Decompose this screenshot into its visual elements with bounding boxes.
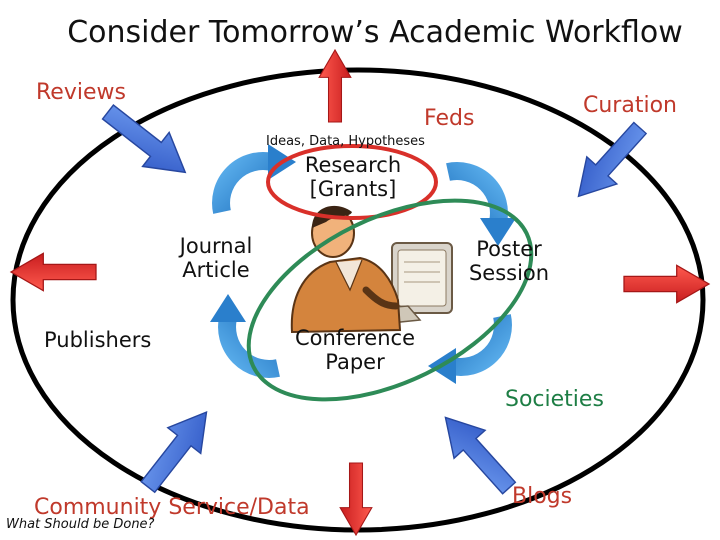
feds-up-arrow-icon: [318, 49, 352, 123]
poster-line-2: Session: [468, 261, 550, 286]
conference-paper-label: Conference Paper: [295, 326, 415, 374]
community-service-label: Community Service/Data: [34, 495, 310, 520]
community-down-arrow-icon: [339, 462, 373, 536]
ideas-data-label: Ideas, Data, Hypotheses: [266, 134, 425, 149]
poster-session-label: Poster Session: [469, 237, 549, 285]
cycle-arrow-bottom-left-icon: [210, 294, 278, 369]
slide-title: Consider Tomorrow’s Academic Workflow: [67, 15, 683, 50]
curation-arrow-icon: [562, 113, 656, 211]
journal-line-2: Article: [182, 258, 250, 283]
community-arrow-icon: [130, 398, 224, 501]
feds-label: Feds: [424, 106, 475, 131]
research-label: Research [Grants]: [305, 153, 401, 201]
conference-line-1: Conference: [294, 326, 416, 350]
journal-line-1: Journal: [179, 234, 253, 258]
cycle-arrow-top-right-icon: [448, 171, 516, 246]
societies-right-arrow-icon: [623, 264, 710, 304]
societies-label: Societies: [505, 387, 604, 412]
publishers-left-arrow-icon: [10, 252, 97, 292]
research-line-2: [Grants]: [309, 177, 397, 202]
blogs-arrow-icon: [429, 402, 526, 503]
conference-line-2: Paper: [325, 350, 385, 375]
conference-highlight-ellipse: [246, 198, 534, 402]
research-line-1: Research: [304, 153, 402, 177]
poster-line-1: Poster: [476, 237, 542, 261]
blogs-label: Blogs: [512, 484, 573, 509]
research-highlight-ellipse: [266, 144, 438, 220]
curation-label: Curation: [583, 93, 677, 118]
journal-article-label: Journal Article: [180, 234, 253, 282]
publishers-label: Publishers: [44, 328, 152, 352]
reviews-label: Reviews: [36, 80, 126, 105]
worker-at-computer-icon: [290, 205, 453, 334]
what-should-be-done-label: What Should be Done?: [6, 517, 155, 532]
